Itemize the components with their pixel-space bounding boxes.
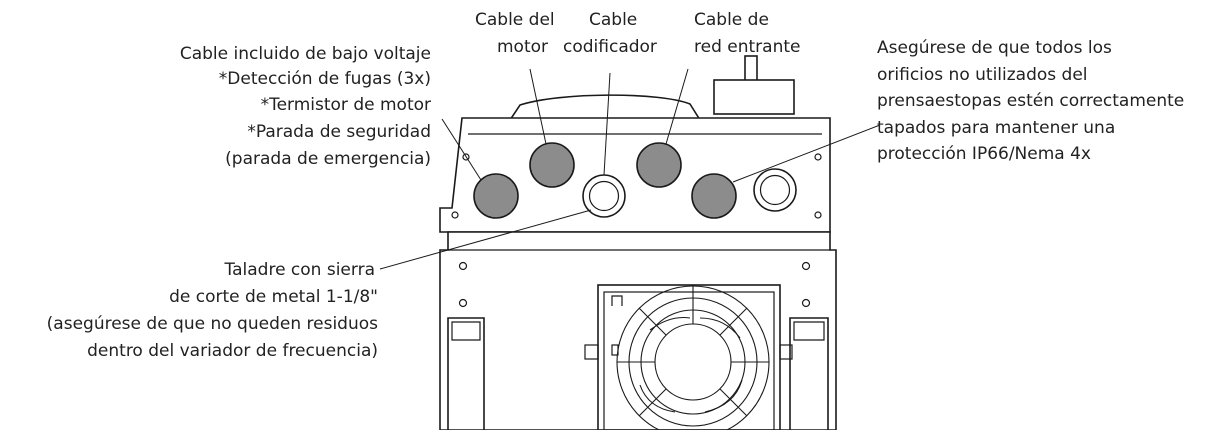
label-low-voltage-line: *Detección de fugas (3x)	[219, 69, 431, 89]
label-unused-holes-line: Asegúrese de que todos los	[877, 38, 1112, 58]
label-mains-cable-line: red entrante	[694, 37, 800, 57]
label-motor-cable: Cable del motor	[475, 10, 555, 57]
fan-clip-right	[779, 344, 793, 360]
body-screw	[801, 261, 811, 271]
unused-gland-plug	[691, 173, 737, 219]
leader-drill	[379, 209, 592, 270]
label-unused-holes-line: protección IP66/Nema 4x	[877, 144, 1091, 164]
body-screw	[458, 261, 468, 271]
label-low-voltage-line: *Termistor de motor	[261, 95, 431, 115]
leader-lines	[379, 68, 881, 270]
label-unused-holes-line: tapados para mantener una	[877, 118, 1115, 138]
screw	[814, 211, 822, 219]
encoder-gland-inner	[588, 180, 620, 212]
fan-latch	[611, 295, 623, 306]
leader-encoder	[603, 72, 611, 176]
connector-block	[713, 79, 795, 115]
label-mains-cable-line: Cable de	[694, 10, 769, 30]
label-encoder-cable-line: codificador	[563, 37, 657, 57]
spare-gland-inner	[759, 174, 791, 206]
label-unused-holes-line: orificios no utilizados del	[877, 65, 1088, 85]
screw	[451, 211, 459, 219]
label-low-voltage: Cable incluido de bajo voltaje *Detecció…	[180, 44, 431, 169]
screw	[814, 153, 822, 161]
right-mount	[789, 317, 829, 430]
leader-motor	[529, 68, 547, 145]
label-encoder-cable-line: Cable	[589, 10, 637, 30]
low-voltage-gland	[473, 173, 519, 219]
cable-glands	[473, 142, 797, 219]
label-low-voltage-line: (parada de emergencia)	[225, 149, 431, 169]
label-drill-line: (asegúrese de que no queden residuos	[47, 314, 378, 334]
leader-mains	[665, 68, 689, 145]
right-mount-slot	[793, 321, 825, 341]
fan-frame	[603, 291, 775, 430]
fan-clip-left	[584, 344, 599, 360]
left-mount-slot	[451, 321, 481, 341]
left-mount	[447, 317, 485, 430]
body-screw	[801, 298, 811, 308]
drive-housing	[439, 55, 837, 430]
label-drill: Taladre con sierra de corte de metal 1-1…	[47, 260, 378, 361]
lid-bump	[508, 94, 702, 121]
label-low-voltage-line: *Parada de seguridad	[247, 122, 431, 142]
label-unused-holes-line: prensaestopas estén correctamente	[877, 91, 1184, 111]
label-unused-holes: Asegúrese de que todos los orificios no …	[877, 38, 1184, 164]
label-mains-cable: Cable de red entrante	[694, 10, 800, 57]
mains-cable-gland	[636, 142, 682, 188]
label-drill-line: de corte de metal 1-1/8"	[169, 287, 378, 307]
label-drill-line: dentro del variador de frecuencia)	[87, 341, 378, 361]
label-drill-line: Taladre con sierra	[224, 260, 375, 280]
leader-low-voltage	[441, 118, 482, 181]
label-low-voltage-line: Cable incluido de bajo voltaje	[180, 44, 431, 64]
label-encoder-cable: Cable codificador	[563, 10, 657, 57]
screw	[462, 153, 470, 161]
label-motor-cable-line: motor	[497, 37, 548, 57]
leader-unused-holes	[732, 124, 881, 183]
motor-cable-gland	[529, 142, 575, 188]
body-screw	[458, 298, 468, 308]
label-motor-cable-line: Cable del	[475, 10, 555, 30]
fan-grille	[616, 285, 770, 430]
